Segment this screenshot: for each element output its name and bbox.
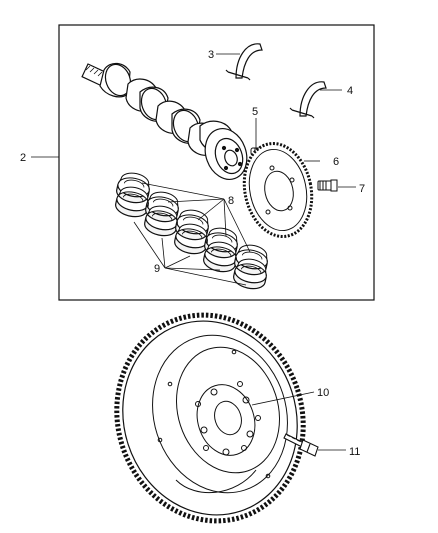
callout-labels: 2 3 4 5 6 7 8 9 10 11	[20, 49, 365, 458]
upper-assembly-frame	[58, 24, 375, 301]
callout-3: 3	[208, 49, 214, 61]
callout-2: 2	[20, 152, 26, 164]
thrust-washer-lower	[289, 81, 327, 119]
crankshaft	[81, 62, 248, 180]
callout-7: 7	[359, 183, 365, 195]
flywheel-bolt	[283, 433, 319, 457]
thrust-washer-upper	[225, 43, 263, 81]
callout-8: 8	[228, 195, 234, 207]
gear-bolt	[317, 179, 338, 192]
leader-lines	[31, 53, 356, 451]
flywheel	[114, 312, 306, 524]
callout-4: 4	[347, 85, 353, 97]
callout-6: 6	[333, 156, 339, 168]
callout-11: 11	[349, 446, 360, 458]
tone-wheel	[242, 142, 314, 238]
callout-10: 10	[317, 387, 329, 399]
callout-5: 5	[252, 106, 258, 118]
callout-9: 9	[154, 263, 160, 275]
